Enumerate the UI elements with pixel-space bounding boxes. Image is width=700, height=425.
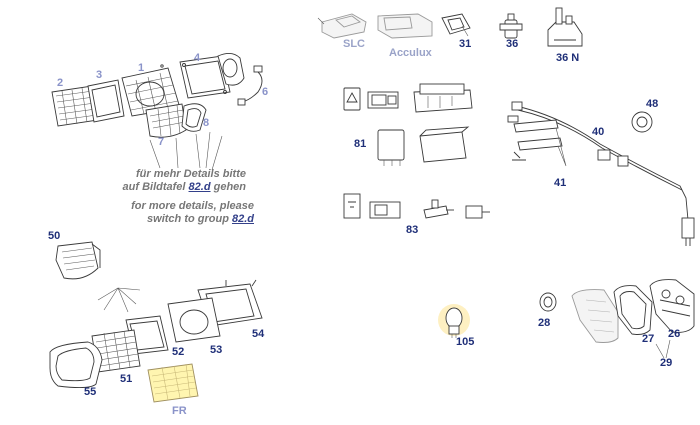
part-27-gasket[interactable] <box>613 285 653 335</box>
label-part-4[interactable]: 4 <box>194 52 201 64</box>
part-connector-83[interactable] <box>423 199 454 219</box>
part-28-grommet[interactable] <box>539 292 557 312</box>
part-7-fog-lens[interactable] <box>145 103 187 138</box>
label-part-40[interactable]: 40 <box>592 126 605 138</box>
part-relay-81b[interactable] <box>419 126 470 163</box>
part-55-bezel[interactable] <box>49 341 103 389</box>
part-plug-83[interactable] <box>465 205 490 219</box>
part-fr-yellow-lens[interactable] <box>147 363 199 403</box>
part-switch-81b[interactable] <box>413 83 473 113</box>
part-acculux-unit[interactable] <box>377 13 433 39</box>
part-mounting-bracket[interactable] <box>97 287 141 313</box>
part-switch-83a[interactable] <box>369 201 401 219</box>
part-36-bulb-holder[interactable] <box>499 13 523 39</box>
label-part-83[interactable]: 83 <box>406 224 419 236</box>
part-40-harness[interactable] <box>511 101 695 246</box>
part-3-lamp-frame[interactable] <box>87 79 125 123</box>
details-note-de-pre: auf Bildtafel <box>122 181 189 193</box>
label-part-2[interactable]: 2 <box>57 77 64 89</box>
group-82d-link-de[interactable]: 82.d <box>188 181 211 193</box>
label-part-36[interactable]: 36 <box>506 38 519 50</box>
label-part-3[interactable]: 3 <box>96 69 103 81</box>
label-part-51[interactable]: 51 <box>120 373 133 385</box>
part-tail-lens[interactable] <box>571 289 619 343</box>
label-part-6[interactable]: 6 <box>262 86 269 98</box>
part-6-wiring[interactable] <box>237 65 263 106</box>
label-part-81[interactable]: 81 <box>354 138 367 150</box>
label-part-53[interactable]: 53 <box>210 344 223 356</box>
label-part-8[interactable]: 8 <box>203 117 210 129</box>
label-part-41[interactable]: 41 <box>554 177 567 189</box>
details-note-en: for more details, please switch to group… <box>104 200 254 226</box>
label-part-31[interactable]: 31 <box>459 38 472 50</box>
part-36n-bracket[interactable] <box>547 7 583 47</box>
label-part-29[interactable]: 29 <box>660 357 673 369</box>
part-51-lens[interactable] <box>91 329 141 373</box>
label-part-27[interactable]: 27 <box>642 333 655 345</box>
details-note-de-line1: für mehr Details bitte <box>135 168 246 180</box>
label-part-36n[interactable]: 36 N <box>556 52 580 64</box>
part-headlamp-reflector[interactable] <box>217 53 245 86</box>
label-slc[interactable]: SLC <box>343 38 365 50</box>
label-part-54[interactable]: 54 <box>252 328 265 340</box>
label-acculux[interactable]: Acculux <box>389 47 432 59</box>
label-part-7[interactable]: 7 <box>158 136 165 148</box>
label-part-28[interactable]: 28 <box>538 317 551 329</box>
part-hazard-switch-cap[interactable] <box>343 87 361 111</box>
label-fr[interactable]: FR <box>172 405 187 417</box>
part-switch-cap-83[interactable] <box>343 193 361 219</box>
part-53-reflector[interactable] <box>167 297 221 343</box>
label-part-1[interactable]: 1 <box>138 62 145 74</box>
details-note-en-line1: for more details, please <box>131 200 254 212</box>
details-note-en-line2: switch to group 82.d <box>104 213 254 226</box>
part-relay-81a[interactable] <box>377 129 405 166</box>
label-part-105[interactable]: 105 <box>456 336 475 348</box>
part-8-fog-frame[interactable] <box>181 103 207 132</box>
part-31-socket[interactable] <box>441 13 471 37</box>
label-part-48[interactable]: 48 <box>646 98 659 110</box>
part-26-lamp-housing[interactable] <box>649 279 695 333</box>
part-1-headlamp[interactable] <box>121 67 181 117</box>
part-105-bulb[interactable] <box>438 304 470 338</box>
details-note-de: für mehr Details bitte auf Bildtafel 82.… <box>96 168 246 194</box>
label-part-55[interactable]: 55 <box>84 386 97 398</box>
part-4-headlamp-frame[interactable] <box>179 55 231 99</box>
details-note-de-line2: auf Bildtafel 82.d gehen <box>96 181 246 194</box>
label-part-26[interactable]: 26 <box>668 328 681 340</box>
part-slc-switch[interactable] <box>317 13 367 39</box>
details-note-de-post: gehen <box>210 181 246 193</box>
part-screw[interactable] <box>160 64 164 68</box>
label-part-52[interactable]: 52 <box>172 346 185 358</box>
part-48-grommet[interactable] <box>631 111 653 133</box>
part-switch-81a[interactable] <box>367 91 399 109</box>
part-50-fog-lamp[interactable] <box>55 241 101 280</box>
part-41-lens-plate[interactable] <box>507 115 567 167</box>
group-82d-link-en[interactable]: 82.d <box>231 213 254 225</box>
details-note-en-pre: switch to group <box>147 213 232 225</box>
label-part-50[interactable]: 50 <box>48 230 61 242</box>
